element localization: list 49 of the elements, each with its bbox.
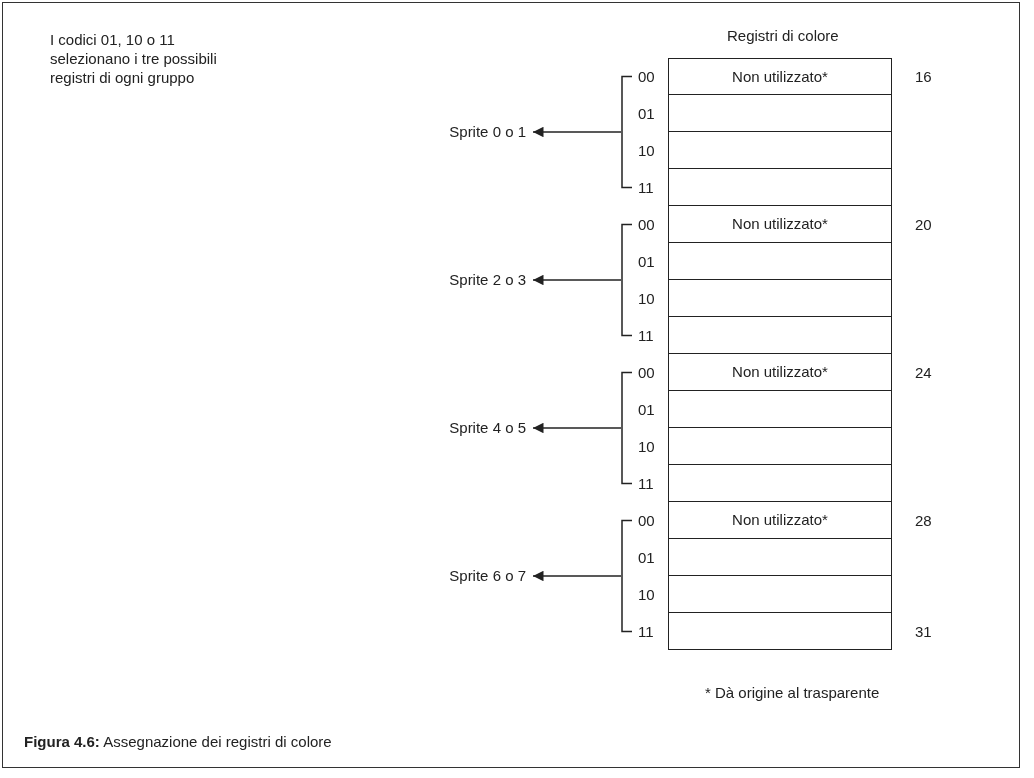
register-number: 31 — [915, 622, 932, 641]
register-cell — [668, 463, 892, 502]
arrow — [532, 126, 622, 138]
code-label: 00 — [638, 363, 655, 382]
column-heading: Registri di colore — [727, 26, 839, 45]
footnote: * Dà origine al trasparente — [705, 683, 880, 702]
register-cell — [668, 537, 892, 576]
figure-caption: Figura 4.6: Assegnazione dei registri di colore — [24, 732, 332, 751]
register-cell — [668, 574, 892, 613]
register-cell: Non utilizzato* — [668, 500, 892, 539]
code-label: 10 — [638, 585, 655, 604]
register-number: 24 — [915, 363, 932, 382]
sprite-label: Sprite 0 o 1 — [449, 122, 526, 141]
code-label: 10 — [638, 141, 655, 160]
code-label: 00 — [638, 215, 655, 234]
register-cell — [668, 611, 892, 650]
register-cell: Non utilizzato* — [668, 58, 892, 95]
sprite-label: Sprite 6 o 7 — [449, 566, 526, 585]
register-cell — [668, 278, 892, 317]
code-label: 01 — [638, 252, 655, 271]
register-number: 16 — [915, 67, 932, 86]
sprite-label: Sprite 4 o 5 — [449, 418, 526, 437]
register-cell — [668, 389, 892, 428]
code-label: 11 — [638, 622, 654, 641]
register-number: 28 — [915, 511, 932, 530]
register-cell — [668, 315, 892, 354]
note-text: I codici 01, 10 o 11 selezionano i tre possibili registri di ogni gruppo — [50, 30, 218, 87]
register-cell — [668, 130, 892, 169]
register-cell — [668, 93, 892, 132]
code-label: 11 — [638, 474, 654, 493]
arrow — [532, 570, 622, 582]
code-label: 01 — [638, 548, 655, 567]
sprite-label: Sprite 2 o 3 — [449, 270, 526, 289]
register-cell — [668, 426, 892, 465]
register-cell — [668, 167, 892, 206]
register-cell: Non utilizzato* — [668, 204, 892, 243]
arrow — [532, 422, 622, 434]
code-label: 01 — [638, 104, 655, 123]
code-label: 00 — [638, 511, 655, 530]
code-label: 10 — [638, 437, 655, 456]
code-label: 01 — [638, 400, 655, 419]
code-label: 10 — [638, 289, 655, 308]
register-number: 20 — [915, 215, 932, 234]
arrow — [532, 274, 622, 286]
code-label: 00 — [638, 67, 655, 86]
register-cell — [668, 241, 892, 280]
code-label: 11 — [638, 326, 654, 345]
register-cell: Non utilizzato* — [668, 352, 892, 391]
code-label: 11 — [638, 178, 654, 197]
